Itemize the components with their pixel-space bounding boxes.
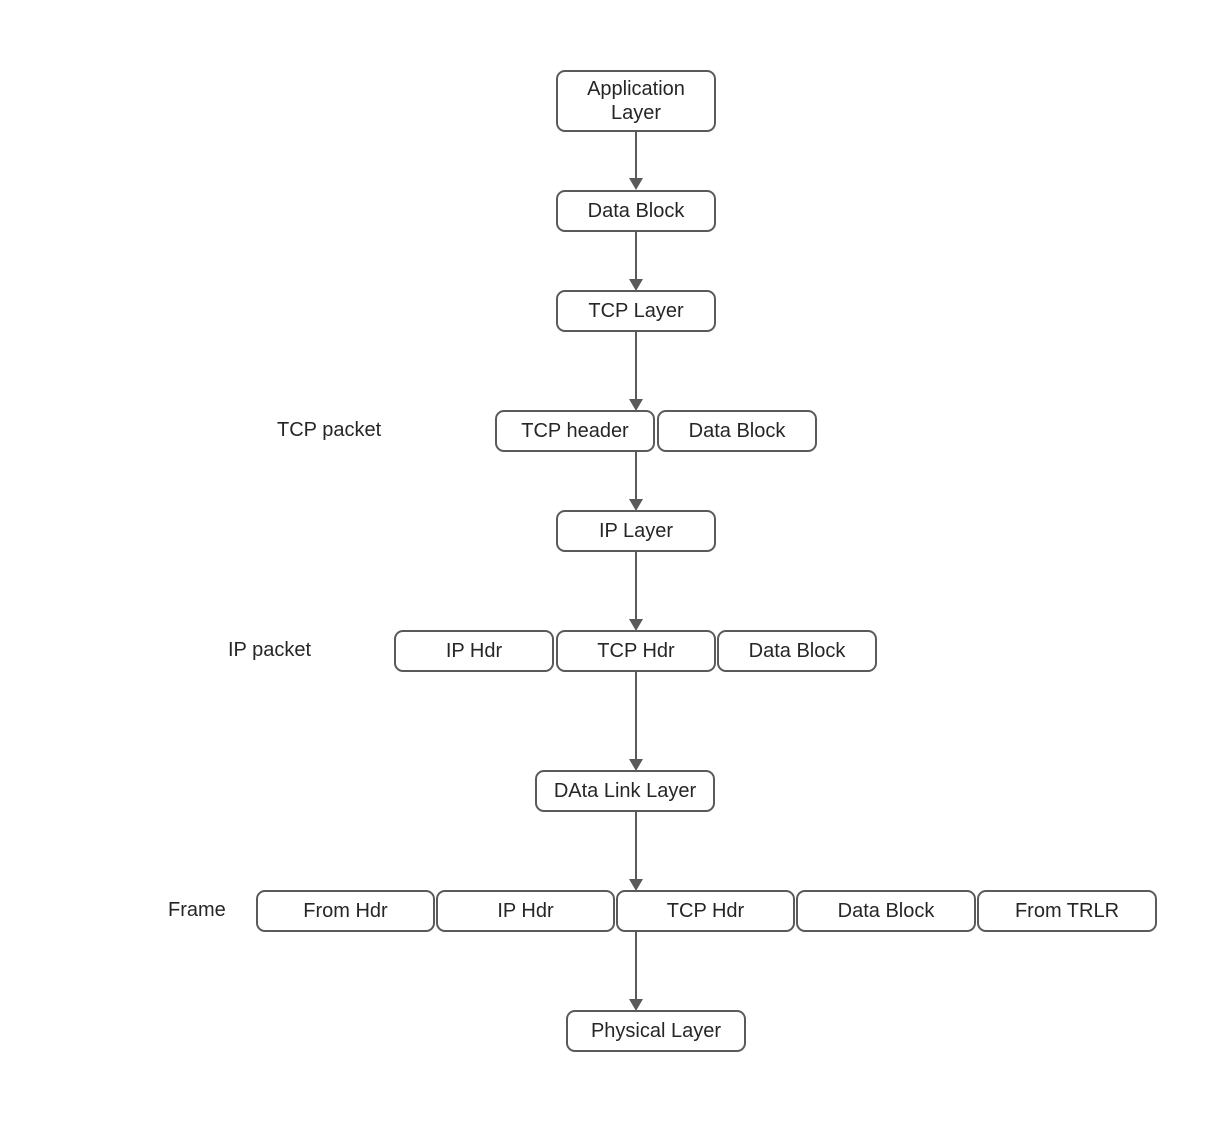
node-tcp-packet-data-block[interactable]: Data Block bbox=[657, 410, 817, 452]
node-frame-ip-hdr[interactable]: IP Hdr bbox=[436, 890, 615, 932]
node-physical-layer[interactable]: Physical Layer bbox=[566, 1010, 746, 1052]
node-ip-packet-ip-hdr[interactable]: IP Hdr bbox=[394, 630, 554, 672]
node-application-layer[interactable]: Application Layer bbox=[556, 70, 716, 132]
node-data-link-layer[interactable]: DAta Link Layer bbox=[535, 770, 715, 812]
row-label-frame: Frame bbox=[168, 899, 226, 921]
node-ip-packet-tcp-hdr[interactable]: TCP Hdr bbox=[556, 630, 716, 672]
node-ip-layer[interactable]: IP Layer bbox=[556, 510, 716, 552]
node-frame-from-hdr[interactable]: From Hdr bbox=[256, 890, 435, 932]
node-tcp-layer[interactable]: TCP Layer bbox=[556, 290, 716, 332]
node-frame-tcp-hdr[interactable]: TCP Hdr bbox=[616, 890, 795, 932]
node-data-block-top[interactable]: Data Block bbox=[556, 190, 716, 232]
node-ip-packet-data-block[interactable]: Data Block bbox=[717, 630, 877, 672]
node-frame-from-trlr[interactable]: From TRLR bbox=[977, 890, 1157, 932]
node-frame-data-block[interactable]: Data Block bbox=[796, 890, 976, 932]
row-label-ip-packet: IP packet bbox=[228, 639, 312, 661]
node-tcp-packet-tcp-header[interactable]: TCP header bbox=[495, 410, 655, 452]
row-label-tcp-packet: TCP packet bbox=[277, 419, 382, 441]
